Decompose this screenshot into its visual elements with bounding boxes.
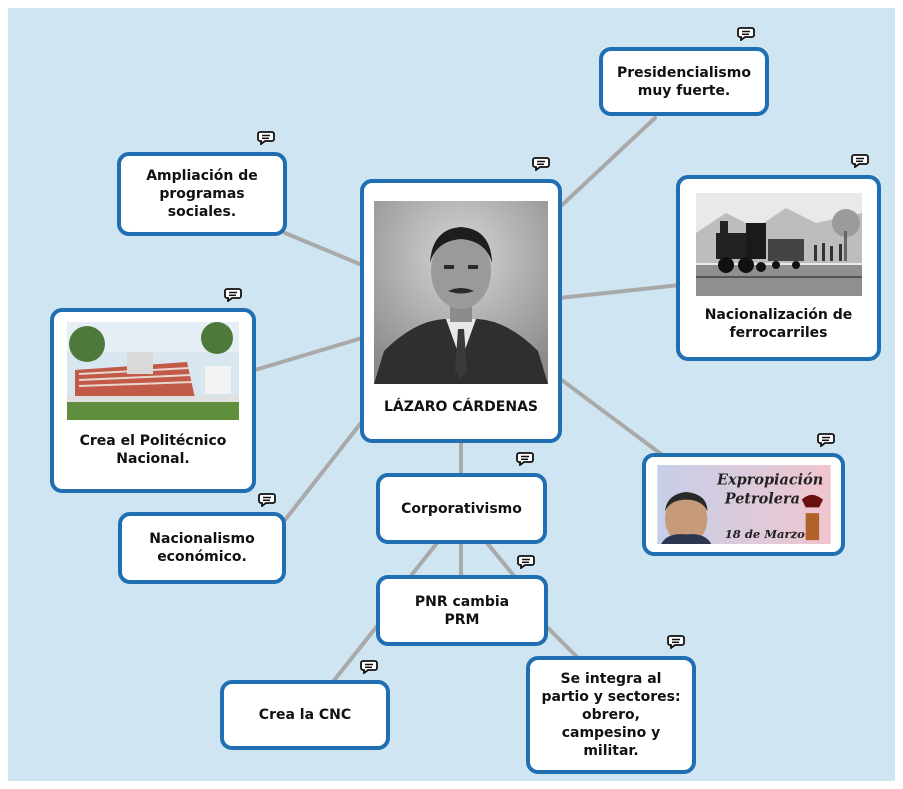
node-presidencialismo[interactable]: Presidencialismo muy fuerte.: [599, 47, 769, 116]
expropiacion-poster: Expropiación Petrolera 18 de Marzo: [656, 465, 831, 544]
node-cnc[interactable]: Crea la CNC: [220, 680, 390, 750]
node-politecnico-label: Crea el Politécnico Nacional.: [79, 433, 227, 467]
comment-icon[interactable]: [257, 131, 275, 145]
comment-icon[interactable]: [737, 27, 755, 41]
link-politecnico: [253, 336, 364, 372]
link-expropiacion: [557, 376, 667, 459]
node-center[interactable]: LÁZARO CÁRDENAS: [360, 179, 562, 443]
node-ampliacion-label: Ampliación de programas sociales.: [146, 168, 258, 220]
node-cnc-label: Crea la CNC: [258, 707, 352, 723]
link-presidencialismo: [560, 116, 657, 207]
node-corporativismo[interactable]: Corporativismo: [376, 473, 547, 544]
comment-icon[interactable]: [224, 288, 242, 302]
comment-icon[interactable]: [360, 660, 378, 674]
comment-icon[interactable]: [851, 154, 869, 168]
node-pnr-label: PNR cambia PRM: [414, 593, 510, 628]
poster-date: 18 de Marzo: [724, 527, 804, 541]
comment-icon[interactable]: [667, 635, 685, 649]
node-corporativismo-label: Corporativismo: [401, 500, 522, 517]
link-pnr-3: [485, 541, 517, 579]
node-sectores[interactable]: Se integra al partio y sectores: obrero,…: [526, 656, 696, 774]
train-photo: [695, 193, 862, 296]
node-center-label: LÁZARO CÁRDENAS: [383, 399, 538, 415]
link-pnr-1: [408, 541, 439, 579]
node-pnr[interactable]: PNR cambia PRM: [376, 575, 548, 646]
comment-icon[interactable]: [516, 452, 534, 466]
node-nacionalismo[interactable]: Nacionalismo económico.: [118, 512, 286, 584]
node-expropiacion[interactable]: Expropiación Petrolera 18 de Marzo: [642, 453, 845, 556]
comment-icon[interactable]: [817, 433, 835, 447]
comment-icon[interactable]: [258, 493, 276, 507]
portrait-photo: [374, 201, 548, 384]
node-presidencialismo-label: Presidencialismo muy fuerte.: [617, 64, 751, 99]
comment-icon[interactable]: [517, 555, 535, 569]
poster-title-line2: Petrolera: [723, 491, 799, 508]
node-ferrocarriles[interactable]: Nacionalización de ferrocarriles: [676, 175, 881, 361]
node-sectores-label: Se integra al partio y sectores: obrero,…: [541, 671, 681, 759]
node-nacionalismo-label: Nacionalismo económico.: [149, 531, 255, 565]
link-sectores: [546, 626, 582, 662]
node-politecnico[interactable]: Crea el Politécnico Nacional.: [50, 308, 256, 493]
link-ferrocarriles: [557, 283, 682, 300]
node-ferrocarriles-label: Nacionalización de ferrocarriles: [704, 307, 853, 341]
link-ampliacion: [283, 231, 364, 267]
comment-icon[interactable]: [532, 157, 550, 171]
node-ampliacion[interactable]: Ampliación de programas sociales.: [117, 152, 287, 236]
politecnico-photo: [67, 322, 239, 420]
link-cnc: [330, 623, 380, 685]
poster-title-line1: Expropiación: [716, 471, 823, 488]
